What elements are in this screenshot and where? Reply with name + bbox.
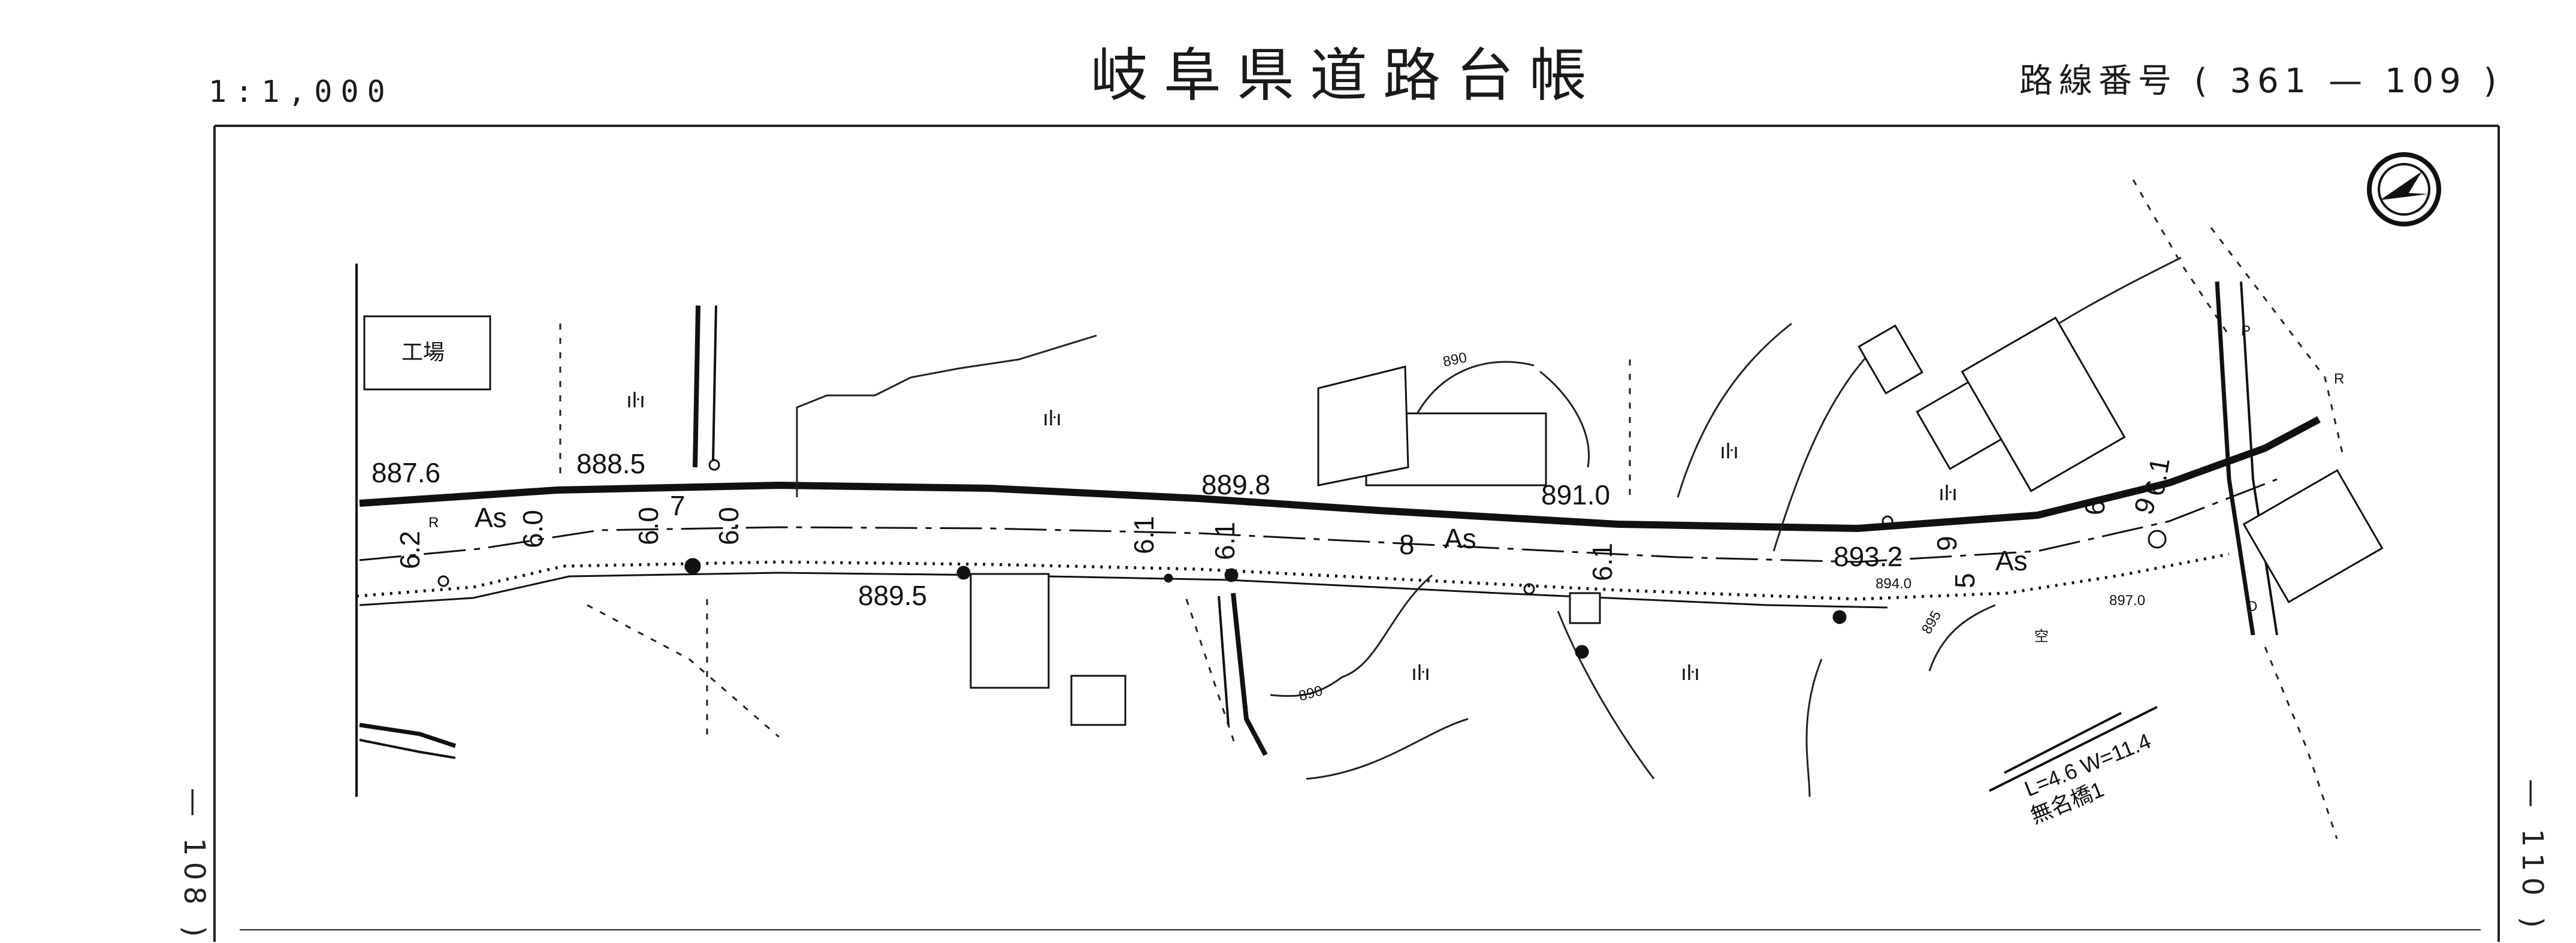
page-title: 岐阜県道路台帳 xyxy=(1091,42,1602,109)
surface-label: As xyxy=(1995,545,2028,576)
field-symbol: ıŀı xyxy=(626,388,645,412)
field-symbol: ıŀı xyxy=(1681,660,1700,685)
terrain-contours xyxy=(796,256,2182,797)
elevation-label: 889.5 xyxy=(858,580,927,611)
road-width: 6.0 xyxy=(713,507,744,545)
small-elevation: 897.0 xyxy=(2109,593,2145,609)
north-arrow-icon xyxy=(2367,152,2441,226)
misc-letter: P xyxy=(2241,323,2251,339)
utility-markers xyxy=(437,459,2167,659)
vacant-label: 空 xyxy=(2034,628,2049,645)
route-number: 路線番号 ( 361 — 109 ) xyxy=(2019,62,2503,101)
surface-label: As xyxy=(475,502,507,533)
contour-label: 890 xyxy=(1442,349,1469,370)
previous-sheet-ref: — 108 ) xyxy=(177,788,211,943)
road-width: 6.0 xyxy=(633,507,664,545)
small-elevation: 894.0 xyxy=(1876,576,1911,592)
contour-label: 895 xyxy=(1919,608,1944,637)
elevation-label: 893.2 xyxy=(1834,541,1902,572)
buildings xyxy=(363,315,2384,726)
misc-letter: D xyxy=(2247,599,2257,615)
road-width: 6.1 xyxy=(1587,543,1618,581)
field-symbol: ıŀı xyxy=(1938,480,1958,505)
map-scale: 1:1,000 xyxy=(209,74,394,109)
elevation-label: 887.6 xyxy=(372,457,440,488)
field-symbol: ıŀı xyxy=(1411,660,1430,685)
road-width: 6.1 xyxy=(2139,455,2176,498)
field-symbol: ıŀı xyxy=(1720,439,1739,463)
road-width: 6.1 xyxy=(1209,522,1240,560)
road-width: 7 xyxy=(670,490,685,521)
factory-label: 工場 xyxy=(401,340,445,364)
road-width: 5 xyxy=(1949,573,1980,588)
contour-label: 890 xyxy=(1297,682,1325,704)
road-width: 9 xyxy=(2128,494,2163,519)
side-roads xyxy=(355,264,2278,797)
field-symbol: ıŀı xyxy=(1043,406,1062,430)
next-sheet-ref: — 110 ) xyxy=(2515,779,2549,934)
road-width: 6 xyxy=(2079,500,2110,515)
misc-letter: R xyxy=(2334,371,2344,387)
elevation-label: 891.0 xyxy=(1541,479,1610,510)
misc-letter: R xyxy=(428,515,439,531)
boundary-lines xyxy=(559,179,2344,839)
elevation-label: 889.8 xyxy=(1201,469,1270,500)
road-width: 6.1 xyxy=(1128,516,1159,554)
road-width: 6.0 xyxy=(517,510,548,548)
road-width: 9 xyxy=(1931,536,1962,551)
road-width: 6.2 xyxy=(394,531,425,569)
elevation-label: 888.5 xyxy=(576,448,645,479)
road-width: 8 xyxy=(1399,529,1415,560)
map-frame xyxy=(213,125,2500,942)
surface-label: As xyxy=(1444,523,1476,554)
factory-building xyxy=(363,315,491,391)
